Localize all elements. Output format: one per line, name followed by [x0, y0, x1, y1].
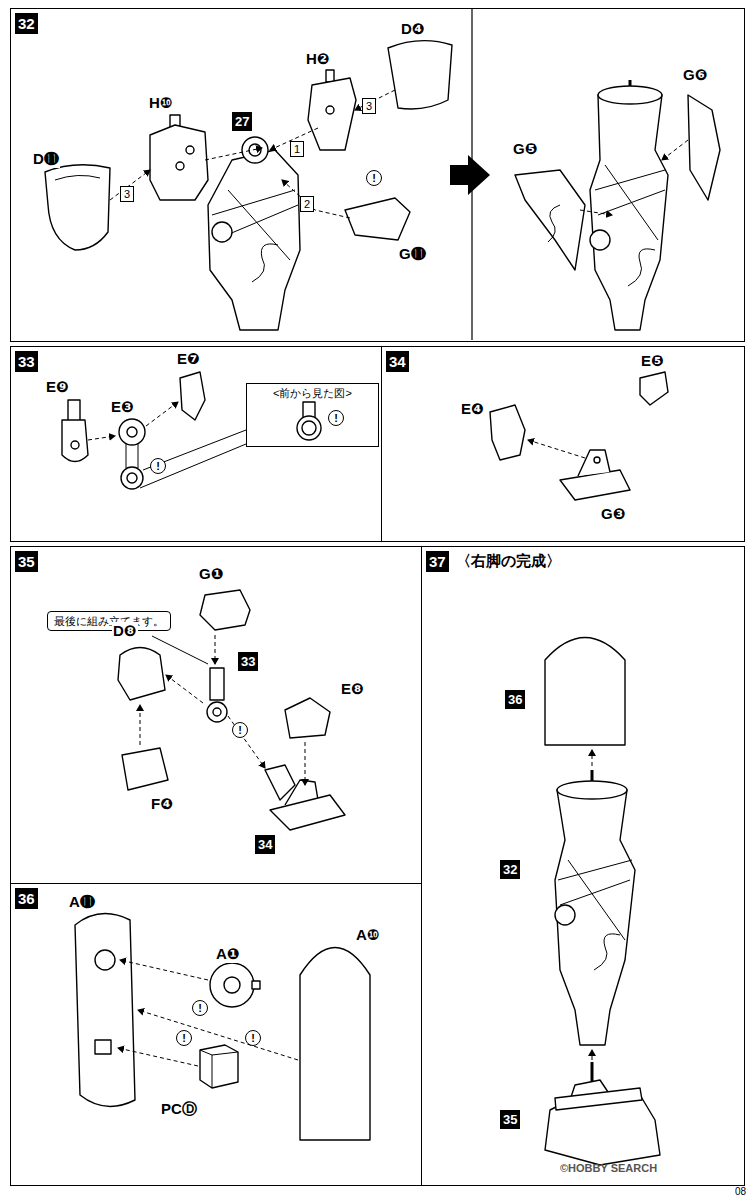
part-label: H❿ [148, 94, 174, 112]
step-panel: 35 最後に組み立てます。 [10, 546, 422, 884]
part-label: D⓫ [32, 150, 60, 168]
part-label: PCⒹ [160, 1100, 198, 1118]
substep-number: 2 [300, 196, 314, 212]
part-label: G❺ [512, 140, 538, 158]
part-label: G⓫ [398, 245, 427, 263]
watermark: ©HOBBY SEARCH [560, 1162, 657, 1175]
part-label: G❶ [198, 565, 224, 583]
step-heading: 〈右脚の完成〉 [456, 552, 561, 570]
subassembly-ref: 33 [238, 652, 258, 671]
part-label: D❹ [400, 20, 426, 38]
subassembly-ref: 34 [255, 835, 275, 854]
step-number: 32 [15, 13, 38, 34]
subassembly-ref: 32 [500, 860, 520, 879]
caution-mark: ! [192, 1000, 208, 1016]
subassembly-ref: 35 [500, 1110, 520, 1129]
part-label: H❷ [305, 50, 331, 68]
part-label: A❿ [355, 926, 381, 944]
step-number: 33 [15, 351, 38, 372]
page-number: 08 [735, 1186, 746, 1198]
substep-number: 3 [362, 98, 376, 114]
part-label: A⓫ [68, 893, 96, 911]
part-label: E❸ [110, 398, 135, 416]
subassembly-ref: 36 [505, 690, 525, 709]
part-label: E❹ [460, 400, 485, 418]
step-panel: 37 〈右脚の完成〉 [421, 546, 745, 1186]
part-label: E❺ [640, 352, 665, 370]
part-label: G❸ [600, 505, 626, 523]
note-callout: 最後に組み立てます。 [47, 611, 171, 631]
part-label: F❹ [150, 795, 174, 813]
detail-box: <前から見た図> [246, 383, 379, 447]
subassembly-ref: 27 [232, 112, 252, 131]
caution-mark: ! [176, 1030, 192, 1046]
step-number: 36 [15, 888, 38, 909]
part-label: A❶ [215, 945, 241, 963]
step-number: 37 [426, 551, 449, 572]
caution-mark: ! [245, 1030, 261, 1046]
substep-number: 1 [290, 141, 304, 157]
caution-mark: ! [366, 170, 382, 186]
step-panel: 34 [381, 346, 745, 542]
step-number: 35 [15, 551, 38, 572]
note-text: <前から見た図> [253, 386, 372, 400]
part-label: E❼ [176, 350, 201, 368]
substep-number: 3 [120, 186, 134, 202]
part-label: D❽ [112, 622, 138, 640]
caution-mark: ! [328, 410, 344, 426]
part-label: E❽ [340, 680, 365, 698]
part-label: G❻ [682, 66, 708, 84]
caution-mark: ! [232, 722, 248, 738]
part-label: E❾ [45, 378, 70, 396]
note-text: 最後に組み立てます。 [54, 614, 164, 628]
caution-mark: ! [150, 458, 166, 474]
step-number: 34 [386, 351, 409, 372]
step-panel: 33 <前から見た図> [10, 346, 382, 542]
